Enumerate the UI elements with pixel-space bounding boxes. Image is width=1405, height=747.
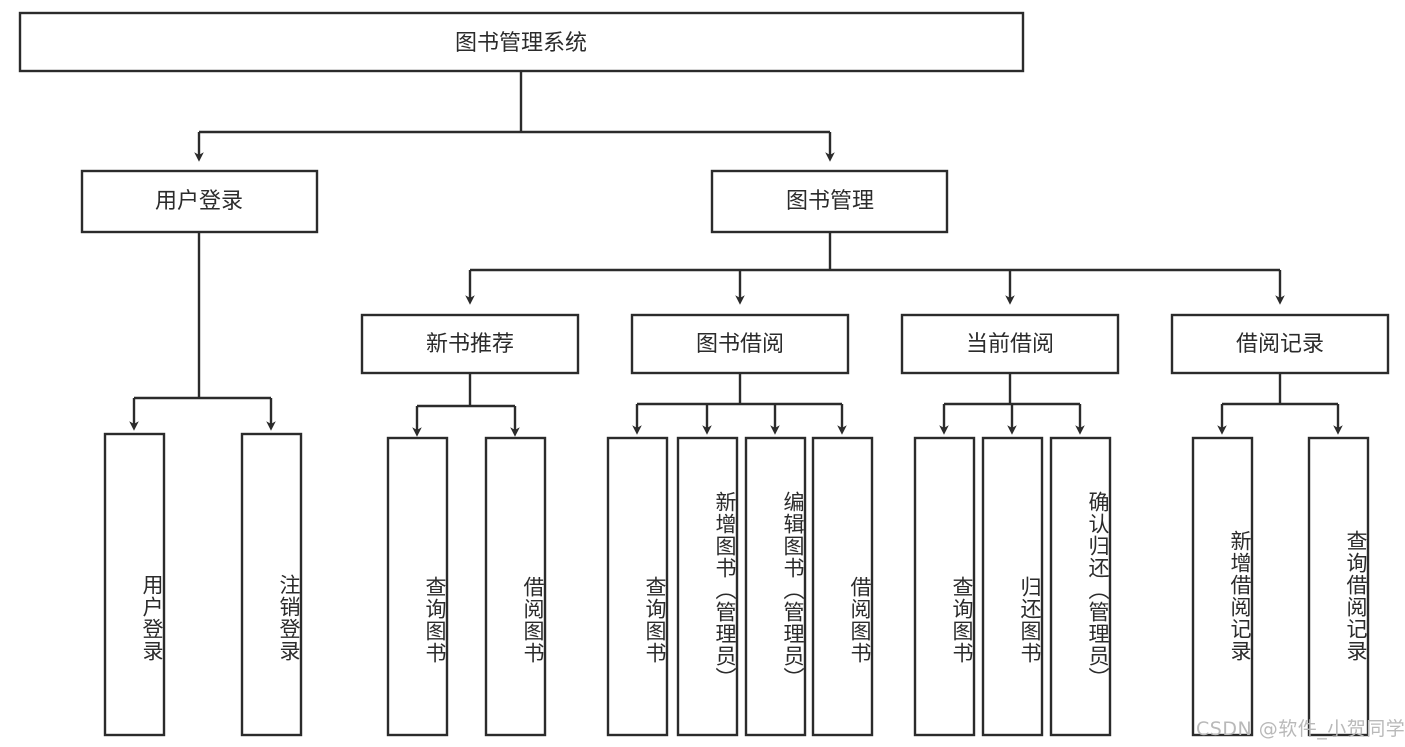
leaf-box-borrow-book-nb[interactable] xyxy=(484,436,547,737)
csdn-watermark: CSDN @软件_小贺同学 xyxy=(1196,718,1405,740)
connector-new-book-to-leaves xyxy=(412,373,520,437)
connector-borrow-record-to-leaves xyxy=(1217,373,1343,435)
connector-user-login-to-leaves xyxy=(129,232,276,431)
node-current-borrow-label: 当前借阅 xyxy=(966,332,1054,357)
connector-book-mgmt-to-level3 xyxy=(465,232,1285,305)
leaf-box-user-login[interactable] xyxy=(103,432,166,737)
node-book-management[interactable]: 图书管理 xyxy=(710,169,949,234)
node-new-book-recommend-box xyxy=(360,313,580,375)
leaf-box-query-book-nb[interactable] xyxy=(386,436,449,737)
leaf-box-logout[interactable] xyxy=(240,432,303,737)
node-root[interactable]: 图书管理系统 xyxy=(18,11,1025,73)
leaf-box-borrow-book-bb[interactable] xyxy=(811,436,874,737)
node-user-login-label: 用户登录 xyxy=(155,189,243,214)
node-current-borrow[interactable]: 当前借阅 xyxy=(900,313,1120,375)
node-book-management-box xyxy=(710,169,949,234)
node-current-borrow-box xyxy=(900,313,1120,375)
leaf-box-confirm-return-cb[interactable] xyxy=(1049,436,1112,737)
node-borrow-record-label: 借阅记录 xyxy=(1236,332,1324,357)
node-book-borrow-box xyxy=(630,313,850,375)
node-book-borrow-label: 图书借阅 xyxy=(696,332,784,357)
node-borrow-record-box xyxy=(1170,313,1390,375)
node-book-management-label: 图书管理 xyxy=(786,189,874,214)
leaf-box-return-book-cb[interactable] xyxy=(981,436,1044,737)
connector-book-borrow-to-leaves xyxy=(632,373,847,435)
leaf-box-query-book-cb[interactable] xyxy=(913,436,976,737)
leaf-box-add-book-bb[interactable] xyxy=(676,436,739,737)
node-root-box xyxy=(18,11,1025,73)
connector-root-to-level2 xyxy=(194,71,835,162)
node-new-book-recommend-label: 新书推荐 xyxy=(426,332,514,357)
node-borrow-record[interactable]: 借阅记录 xyxy=(1170,313,1390,375)
leaf-box-query-record-br[interactable] xyxy=(1307,436,1370,737)
leaf-box-edit-book-bb[interactable] xyxy=(744,436,807,737)
node-user-login[interactable]: 用户登录 xyxy=(80,169,319,234)
leaf-box-add-record-br[interactable] xyxy=(1191,436,1254,737)
node-new-book-recommend[interactable]: 新书推荐 xyxy=(360,313,580,375)
leaf-box-query-book-bb[interactable] xyxy=(606,436,669,737)
node-root-label: 图书管理系统 xyxy=(455,31,587,56)
node-book-borrow[interactable]: 图书借阅 xyxy=(630,313,850,375)
connector-current-borrow-to-leaves xyxy=(939,373,1085,435)
